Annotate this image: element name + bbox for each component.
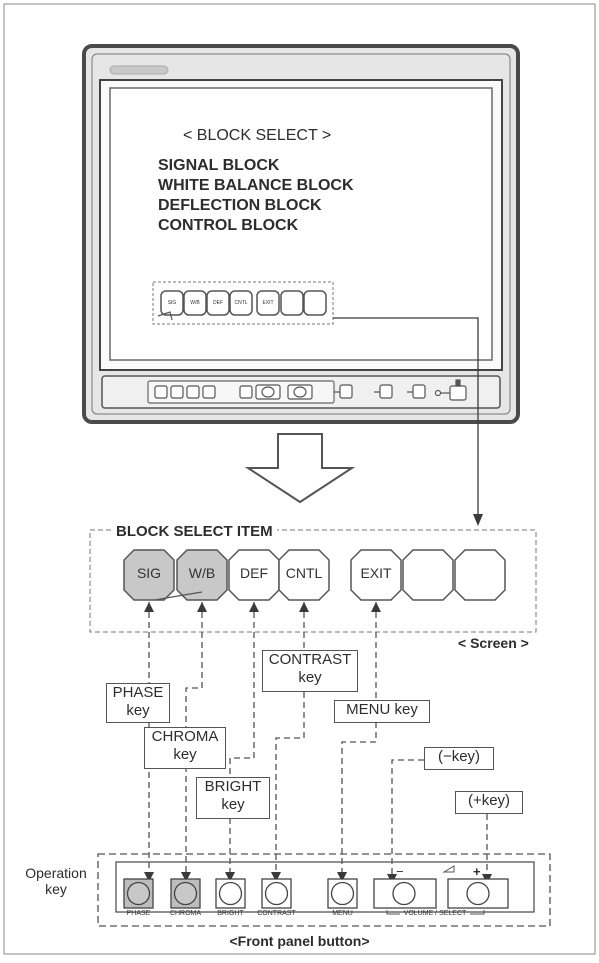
button-phase-caption: PHASE	[126, 910, 151, 917]
plus-sign: +	[473, 864, 481, 879]
block-select-area	[89, 529, 537, 633]
tile-exit: EXIT	[360, 565, 392, 581]
button-chroma-caption: CHROMA	[169, 910, 202, 917]
down-arrow	[244, 433, 356, 504]
bright-key-label: BRIGHT key	[196, 777, 270, 819]
operation-key-line1: Operation	[25, 865, 87, 881]
tile-shape-sig	[123, 549, 175, 601]
mini-tiles	[157, 290, 327, 321]
minus-key-label: (−key)	[424, 747, 494, 770]
leader-arrowheads	[144, 602, 492, 884]
bright-key-label-line2: key	[221, 796, 245, 813]
menu-button[interactable]	[328, 879, 357, 908]
mini-tile-cntl: CNTL	[234, 300, 248, 306]
monitor-control-buttons	[154, 384, 313, 400]
tile-shape-def	[228, 549, 280, 601]
tile-sig: SIG	[136, 565, 162, 581]
mini-tile-exit: EXIT	[262, 300, 274, 306]
menu-item-control: CONTROL BLOCK	[158, 217, 299, 234]
bright-key-label-line1: BRIGHT	[204, 778, 262, 795]
minus-sign: −	[396, 864, 404, 879]
mini-tile-def: DEF	[213, 300, 223, 306]
monitor-knobs	[334, 379, 467, 401]
phase-button[interactable]	[124, 879, 153, 908]
contrast-button[interactable]	[262, 879, 291, 908]
mini-tile-sig: SIG	[167, 300, 177, 306]
menu-key-label: MENU key	[334, 700, 430, 723]
minus-button[interactable]	[374, 879, 436, 908]
front-panel-caption: <Front panel button>	[229, 933, 370, 949]
mini-tiles-highlight	[152, 281, 334, 325]
volume-select-caption: VOLUME / SELECT	[403, 910, 467, 917]
menu-item-white-balance: WHITE BALANCE BLOCK	[158, 177, 354, 194]
menu-item-signal: SIGNAL BLOCK	[158, 157, 280, 174]
phase-key-label-line2: key	[126, 702, 150, 719]
phase-key-label-line1: PHASE	[112, 684, 164, 701]
bright-button[interactable]	[216, 879, 245, 908]
operation-key-line2: key	[45, 881, 67, 897]
monitor-badge	[109, 65, 169, 75]
phase-key-label: PHASE key	[106, 683, 170, 723]
chroma-key-label: CHROMA key	[144, 727, 226, 769]
menu-item-deflection: DEFLECTION BLOCK	[158, 197, 322, 214]
screen-caption: < Screen >	[458, 635, 529, 651]
front-panel-area	[97, 853, 551, 927]
monitor	[82, 44, 520, 526]
tile-cntl: CNTL	[285, 565, 323, 581]
front-panel-buttons	[123, 865, 509, 915]
button-contrast-caption: CONTRAST	[257, 910, 296, 917]
front-panel-box	[115, 861, 535, 913]
tile-shape-wb	[176, 549, 228, 601]
chroma-key-label-line2: key	[173, 746, 197, 763]
tile-shape-blank-1	[402, 549, 454, 601]
contrast-key-label: CONTRAST key	[262, 650, 358, 692]
block-select-tiles	[123, 549, 506, 601]
tile-shape-exit	[350, 549, 402, 601]
button-bright-caption: BRIGHT	[217, 910, 244, 917]
chroma-key-label-line1: CHROMA	[151, 728, 219, 745]
plus-key-label: (+key)	[455, 791, 523, 814]
contrast-key-label-line1: CONTRAST	[268, 651, 352, 668]
tile-shape-cntl	[278, 549, 330, 601]
button-menu-caption: MENU	[332, 910, 353, 917]
leader-lines	[148, 602, 488, 880]
tile-shape-blank-2	[454, 549, 506, 601]
mini-tile-wb: W/B	[190, 300, 200, 306]
chroma-button[interactable]	[171, 879, 200, 908]
page-frame	[3, 3, 596, 955]
plus-button[interactable]	[448, 879, 508, 908]
contrast-key-label-line2: key	[298, 669, 322, 686]
tile-def: DEF	[240, 565, 268, 581]
block-select-title: < BLOCK SELECT >	[183, 127, 332, 144]
operation-key-label: Operation key	[22, 865, 90, 897]
block-select-heading: BLOCK SELECT ITEM	[112, 523, 277, 540]
tile-wb: W/B	[188, 565, 216, 581]
